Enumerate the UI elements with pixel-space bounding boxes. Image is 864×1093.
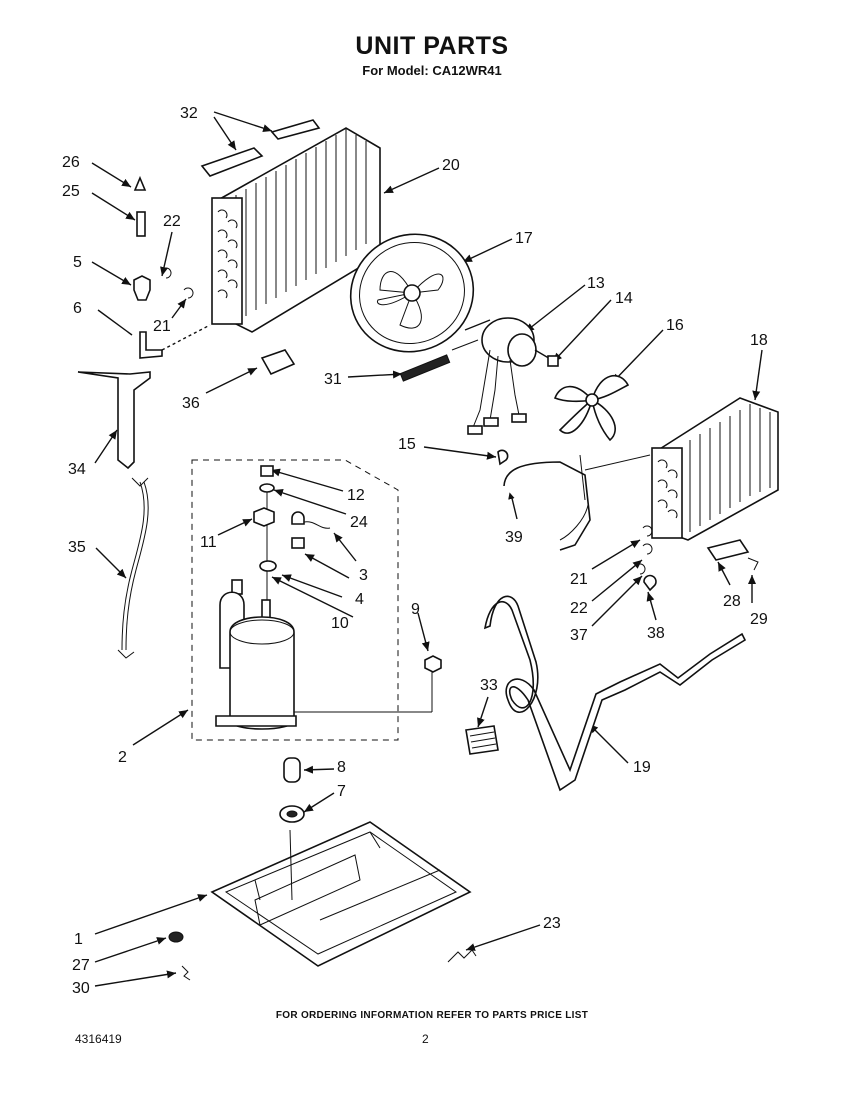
model-subtitle: For Model: CA12WR41 xyxy=(362,63,502,78)
callout-39: 39 xyxy=(505,529,523,546)
ordering-note: FOR ORDERING INFORMATION REFER TO PARTS … xyxy=(275,1010,589,1021)
document-number: 4316419 xyxy=(75,1032,122,1046)
drain-parts xyxy=(706,539,759,571)
callout-4: 4 xyxy=(355,591,364,608)
callout-31: 31 xyxy=(324,371,342,388)
page-title: UNIT PARTS xyxy=(355,32,509,60)
callout-16: 16 xyxy=(666,317,684,334)
fan-shroud xyxy=(349,233,475,353)
callout-13: 13 xyxy=(587,275,605,292)
callout-20: 20 xyxy=(442,157,460,174)
callout-5: 5 xyxy=(73,254,82,271)
callout-9: 9 xyxy=(411,601,420,618)
callout-18: 18 xyxy=(750,332,768,349)
callout-34: 34 xyxy=(68,461,86,478)
callout-23: 23 xyxy=(543,915,561,932)
callout-36: 36 xyxy=(182,395,200,412)
tube-bracket-and-harness xyxy=(77,371,151,659)
callout-27: 27 xyxy=(72,957,90,974)
capillary-tube-parts xyxy=(133,175,211,359)
callout-33: 33 xyxy=(480,677,498,694)
callout-2: 2 xyxy=(118,749,127,766)
callout-32: 32 xyxy=(180,105,198,122)
callout-29: 29 xyxy=(750,611,768,628)
right-clip-parts xyxy=(635,525,657,592)
callout-11: 11 xyxy=(200,534,217,551)
callout-21a: 21 xyxy=(153,318,171,335)
callout-21b: 21 xyxy=(570,571,588,588)
callout-22a: 22 xyxy=(163,213,181,230)
small-hardware xyxy=(168,931,477,981)
callout-28: 28 xyxy=(723,593,741,610)
callout-19: 19 xyxy=(633,759,651,776)
callout-30: 30 xyxy=(72,980,90,997)
condenser-coil xyxy=(211,127,381,333)
callout-10: 10 xyxy=(331,615,349,632)
callout-26: 26 xyxy=(62,154,80,171)
callout-35: 35 xyxy=(68,539,86,556)
compressor-assembly xyxy=(215,465,442,730)
callout-24: 24 xyxy=(350,514,368,531)
foam-strip-parts xyxy=(200,119,321,177)
callout-38: 38 xyxy=(647,625,665,642)
callout-1: 1 xyxy=(74,931,83,948)
leader-lines xyxy=(91,111,763,987)
callout-8: 8 xyxy=(337,759,346,776)
evaporator-coil xyxy=(651,397,779,541)
discharge-tube xyxy=(483,595,747,792)
mounting-block xyxy=(260,349,296,376)
callout-3: 3 xyxy=(359,567,368,584)
blower-fan-blade xyxy=(553,375,630,442)
callout-25: 25 xyxy=(62,183,80,200)
callout-12: 12 xyxy=(347,487,365,504)
callout-6: 6 xyxy=(73,300,82,317)
callout-labels: 32 20 26 25 22 5 6 21 17 13 14 16 18 31 … xyxy=(62,105,768,997)
suction-tube xyxy=(497,449,651,551)
callout-37: 37 xyxy=(570,627,588,644)
callout-7: 7 xyxy=(337,783,346,800)
callout-14: 14 xyxy=(615,290,633,307)
compressor-mounts xyxy=(279,757,305,823)
callout-22b: 22 xyxy=(570,600,588,617)
fan-motor xyxy=(399,317,559,435)
callout-15: 15 xyxy=(398,436,416,453)
callout-17: 17 xyxy=(515,230,533,247)
page-number: 2 xyxy=(422,1032,429,1046)
base-pan xyxy=(210,821,472,967)
compressor-group-outline xyxy=(191,459,399,741)
